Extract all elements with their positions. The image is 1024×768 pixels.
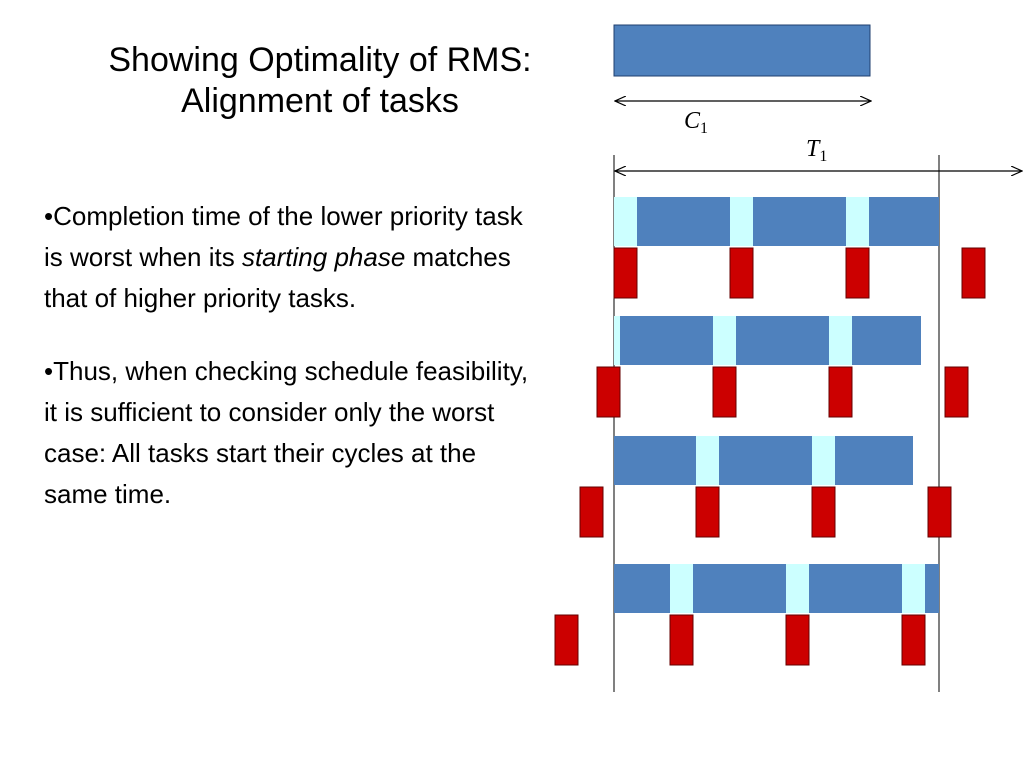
schedule-row-3 xyxy=(579,436,952,538)
schedule-row-2 xyxy=(596,316,969,418)
higher-task-block xyxy=(613,247,638,299)
preempted-slot xyxy=(614,316,620,365)
higher-task-block xyxy=(596,366,621,418)
preempted-slot xyxy=(829,316,852,365)
preempted-slot xyxy=(713,316,736,365)
preempted-slot xyxy=(846,197,869,246)
higher-task-block xyxy=(828,366,853,418)
higher-task-block xyxy=(669,614,694,666)
higher-task-block xyxy=(579,486,604,538)
c1-label: C1 xyxy=(684,108,708,137)
lower-task-bar xyxy=(614,436,913,485)
slide-title: Showing Optimality of RMS: Alignment of … xyxy=(40,40,600,122)
higher-task-block xyxy=(944,366,969,418)
higher-task-block xyxy=(811,486,836,538)
t1-label: T1 xyxy=(806,136,827,165)
preempted-slot xyxy=(696,436,719,485)
c1-reference-block xyxy=(613,24,871,77)
preempted-slot xyxy=(812,436,835,485)
higher-task-block xyxy=(785,614,810,666)
higher-task-block xyxy=(845,247,870,299)
bullet-list: •Completion time of the lower priority t… xyxy=(44,196,544,547)
bullet-worst-case: •Thus, when checking schedule feasibilit… xyxy=(44,356,529,509)
lower-task-bar xyxy=(614,316,921,365)
higher-task-block xyxy=(712,366,737,418)
higher-task-block xyxy=(927,486,952,538)
preempted-slot xyxy=(786,564,809,613)
lower-task-bar xyxy=(614,564,939,613)
preempted-slot xyxy=(902,564,925,613)
lower-task-bar xyxy=(614,197,939,246)
bullet-1-text-end: matches that of higher priority tasks. xyxy=(44,242,511,313)
schedule-row-4 xyxy=(554,564,939,666)
higher-task-block xyxy=(729,247,754,299)
bullet-1-emphasis: starting phase xyxy=(241,242,406,272)
preempted-slot xyxy=(730,197,753,246)
preempted-slot xyxy=(670,564,693,613)
higher-task-block xyxy=(901,614,926,666)
higher-task-block xyxy=(554,614,579,666)
preempted-slot xyxy=(614,197,637,246)
title-line-2: Alignment of tasks xyxy=(181,82,459,120)
higher-task-block xyxy=(961,247,986,299)
higher-task-block xyxy=(695,486,720,538)
schedule-row-1 xyxy=(613,197,986,299)
bullet-completion-time: •Completion time of the lower priority t… xyxy=(44,196,544,319)
bullet-1-text-start: •Completion time of the lower priority t… xyxy=(44,201,523,272)
title-line-1: Showing Optimality of RMS: xyxy=(108,41,532,79)
